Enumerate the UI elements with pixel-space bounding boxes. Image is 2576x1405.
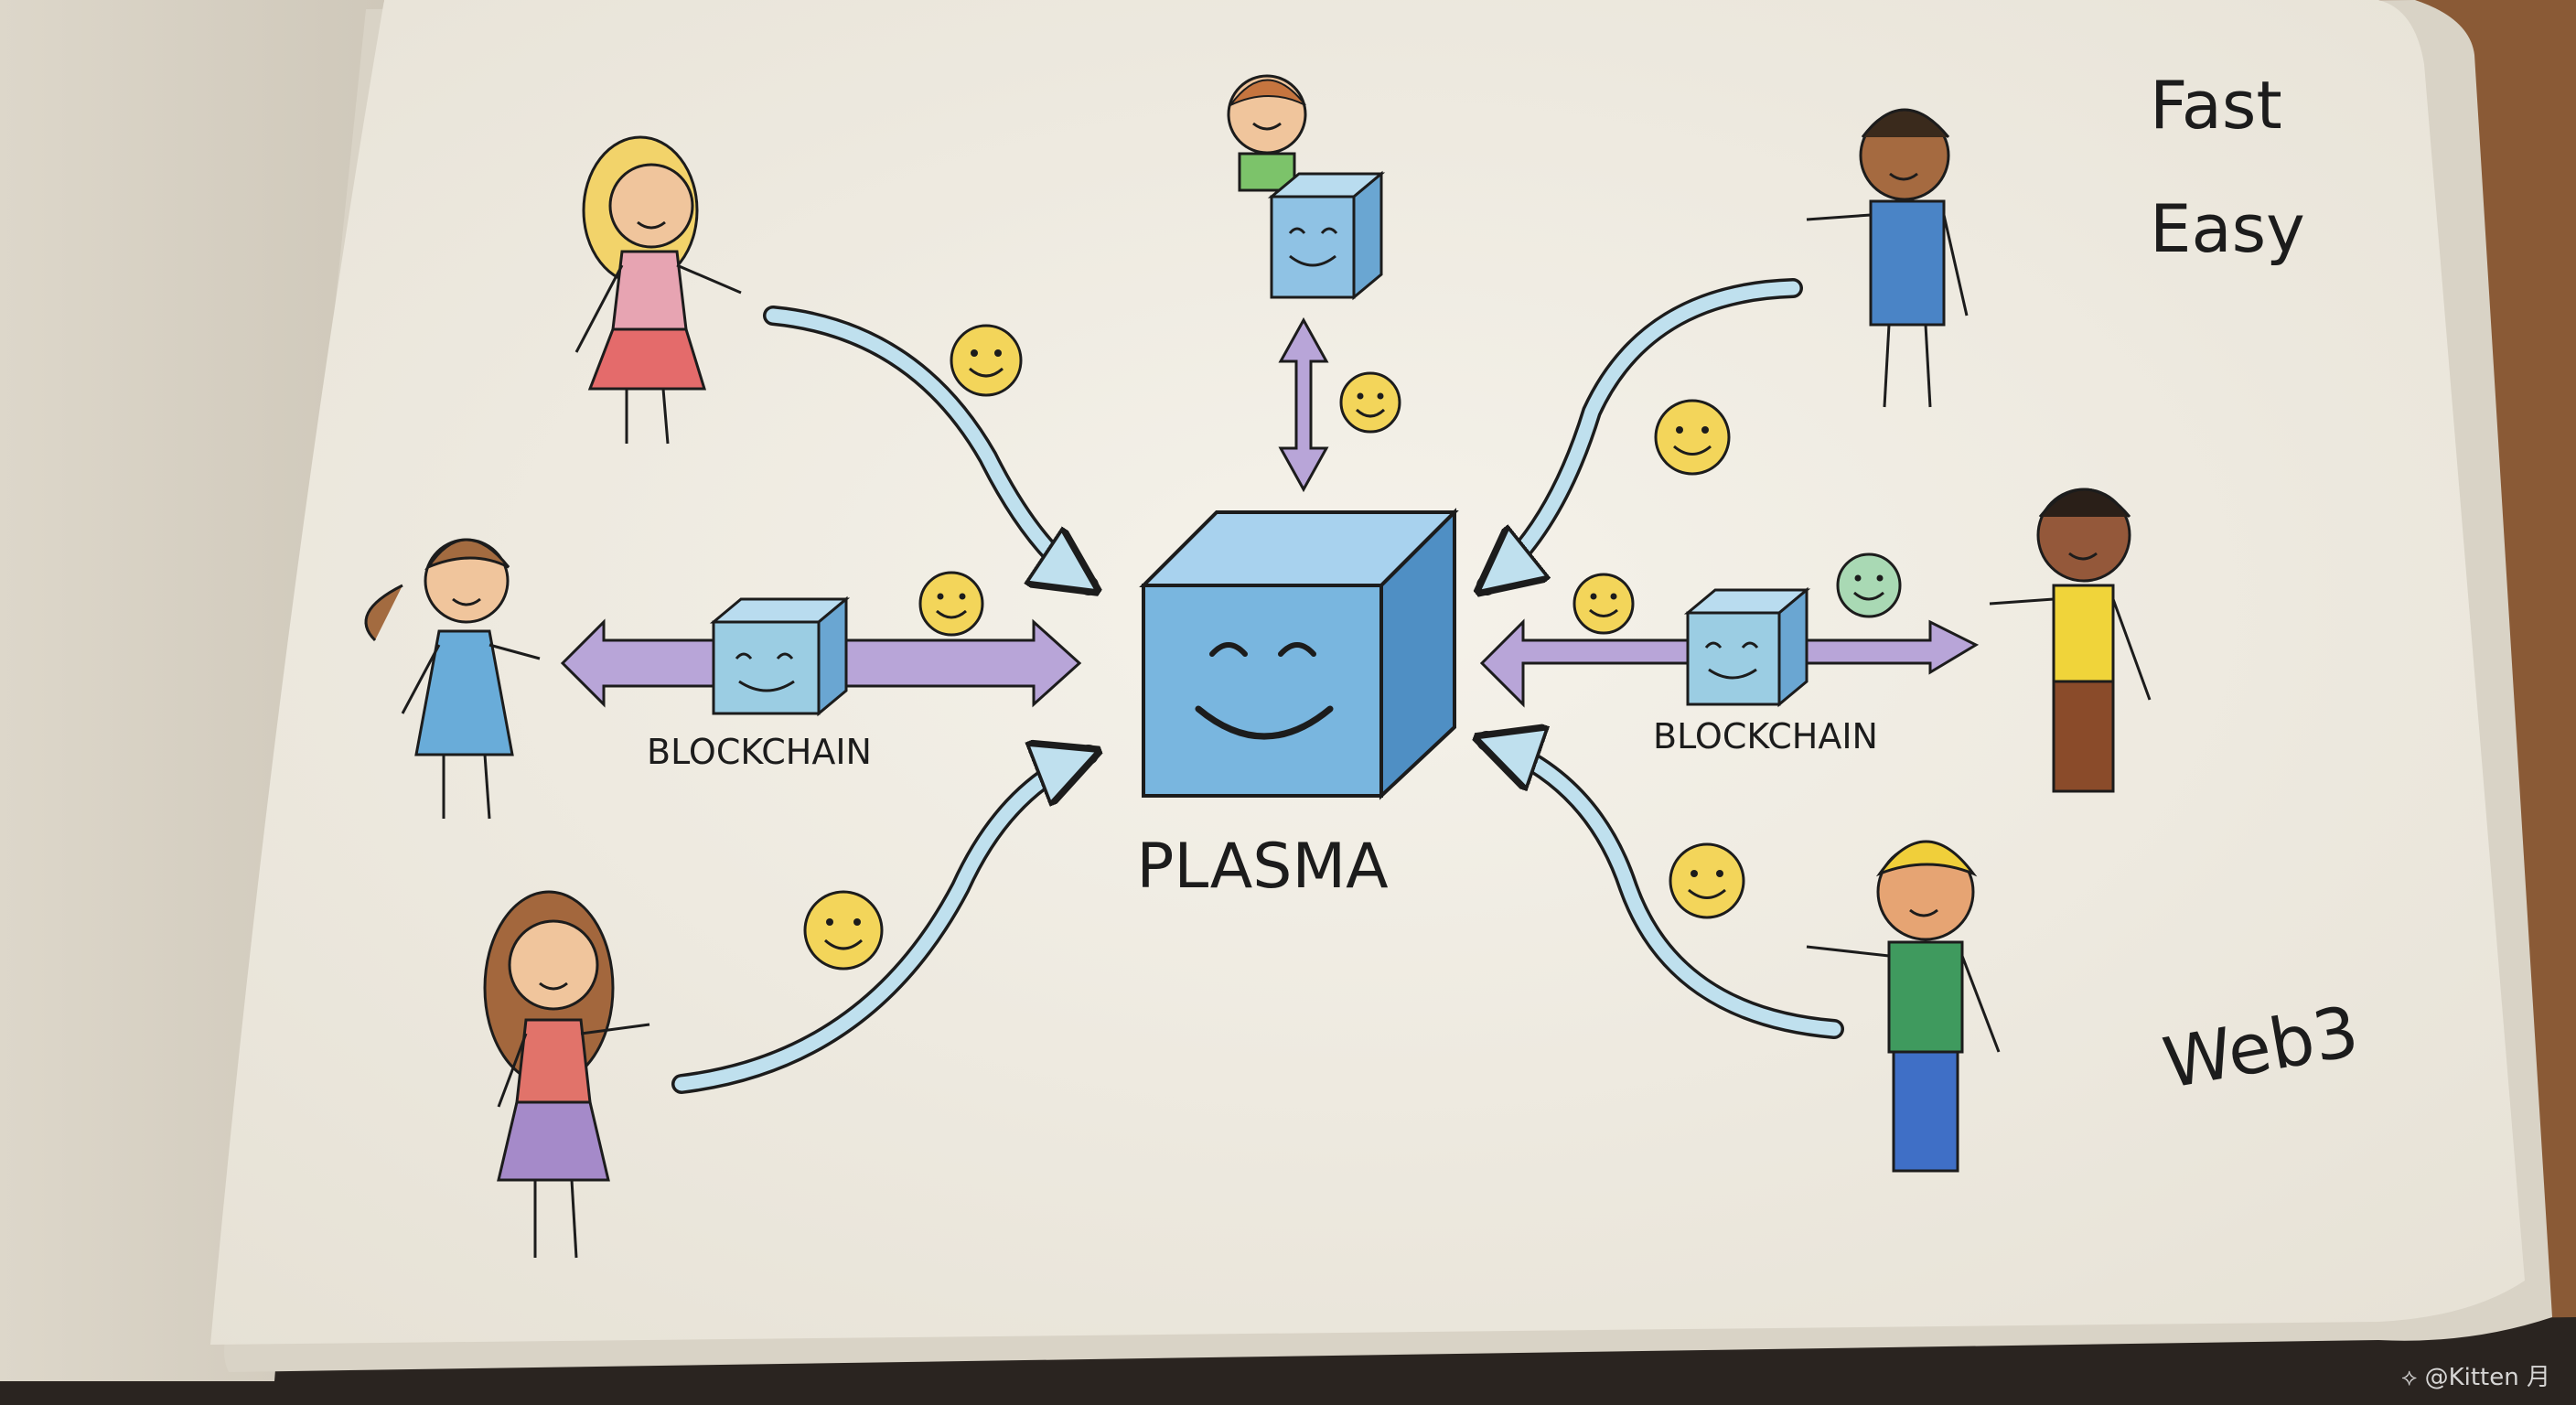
smiley-icon [1572, 573, 1635, 635]
smiley-icon [1669, 842, 1745, 919]
smiley-icon [1654, 399, 1731, 476]
blockchain-right-group [1479, 586, 1980, 708]
figure-bottom-right-man [1806, 840, 2001, 1173]
figure-top-right-man [1806, 108, 1969, 408]
blockchain-left-group [560, 595, 1082, 717]
curved-arrow-bottom-left [674, 755, 1089, 1091]
watermark: ⟡ @Kitten 月 [2401, 1364, 2550, 1391]
figure-mid-right-man [1989, 488, 2152, 793]
figure-bottom-left-girl [483, 890, 650, 1259]
figure-top-boy [1227, 74, 1386, 301]
smiley-icon [1836, 552, 1902, 618]
figure-top-left-girl [574, 135, 742, 445]
curved-arrow-bottom-right [1487, 741, 1841, 1036]
vertical-double-arrow [1278, 316, 1329, 493]
curved-arrows [671, 278, 1844, 1094]
blockchain-right-label: BLOCKCHAIN [1653, 716, 1878, 756]
smiley-icon [1339, 371, 1401, 434]
smiley-icon [803, 890, 884, 971]
smileys [803, 324, 1902, 971]
blockchain-left-label: BLOCKCHAIN [647, 732, 872, 772]
note-easy: Easy [2150, 190, 2305, 267]
plasma-cube [1139, 508, 1459, 800]
plasma-label: PLASMA [1136, 831, 1388, 903]
smiley-icon [918, 571, 984, 637]
smiley-icon [950, 324, 1023, 397]
curved-arrow-top-right [1487, 281, 1800, 585]
figure-mid-left-girl [364, 538, 541, 820]
curved-arrow-top-left [766, 308, 1089, 585]
note-fast: Fast [2150, 67, 2282, 144]
